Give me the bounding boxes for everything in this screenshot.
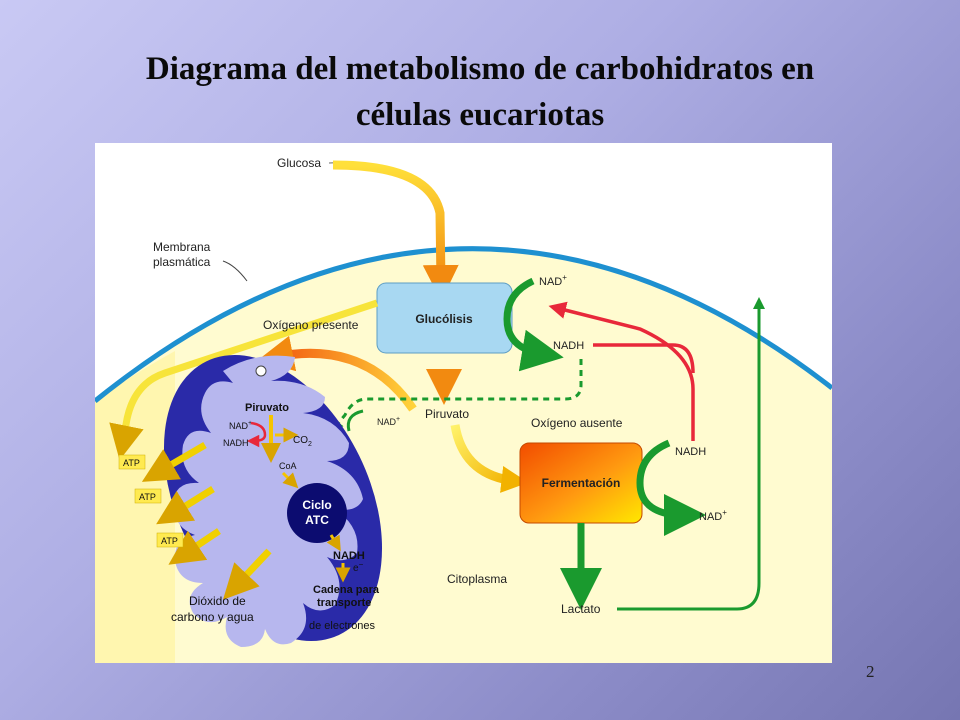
slide-title: Diagrama del metabolismo de carbohidrato…	[60, 46, 900, 138]
chain-label-line-1: Cadena para	[313, 584, 380, 596]
fermentation-label: Fermentación	[542, 476, 621, 490]
nadh-fermentation-label: NADH	[675, 446, 706, 458]
mitochondrion-cristae	[173, 355, 363, 647]
atp-box-2	[134, 488, 162, 504]
co2-subscript: 2	[308, 441, 312, 448]
nadh-to-fermentation-red-arrow	[593, 343, 695, 374]
atp-arrow-1	[141, 441, 207, 482]
cycle-label-line-1: Ciclo	[302, 498, 331, 512]
dioxide-label-line-2: carbono y agua	[171, 610, 254, 624]
oxygen-present-label: Oxígeno presente	[263, 318, 359, 332]
atp-box-1	[118, 454, 146, 470]
glycolysis-nad-cycle-arrow	[503, 277, 564, 372]
chain-label-line-3: de electrones	[309, 620, 376, 632]
nadh-dashed-shuttle	[331, 359, 583, 432]
nadh-label-top: NADH	[553, 340, 584, 352]
lactate-label: Lactato	[561, 602, 601, 616]
membrane-label-line-1: Membrana	[153, 240, 211, 254]
membrane-label-line-2: plasmática	[153, 255, 211, 269]
atp-label-1: ATP	[123, 458, 140, 468]
electron-label: e−	[353, 560, 364, 574]
slide-title-line-2: células eucariotas	[355, 97, 605, 133]
mito-nadh-2-label: NADH	[333, 550, 365, 562]
coa-label: CoA	[279, 461, 297, 471]
nad-label-top: NAD+	[539, 273, 567, 288]
lactate-export-arrow	[617, 297, 765, 611]
nad-label-top-text: NAD	[539, 276, 562, 288]
mito-pyruvate-label: Piruvato	[245, 402, 289, 414]
cycle-label-line-2: ATC	[305, 513, 329, 527]
diagram-panel: Glucosa Membrana plasmática Glucólisis N…	[95, 143, 832, 663]
glucose-label: Glucosa	[277, 156, 321, 170]
pyruvate-cytoplasm-label: Piruvato	[425, 407, 469, 421]
mitochondrion-entry-point	[255, 365, 267, 377]
membrane-pointer	[222, 260, 248, 282]
nad-dashed-label: NAD+	[377, 416, 400, 427]
coa-to-cycle-arrow	[281, 471, 299, 489]
atp-box-3	[156, 532, 184, 548]
atp-label-2: ATP	[139, 492, 156, 502]
dioxide-arrow	[222, 548, 272, 600]
krebs-cycle	[287, 483, 347, 543]
nad-fermentation-label: NAD+	[699, 508, 727, 523]
nadh-to-nad-red-arrow	[548, 301, 695, 441]
mito-nad-label: NAD+	[229, 420, 252, 431]
mito-nadh-label: NADH	[223, 438, 249, 448]
pyruvate-to-mitochondrion-arrow	[257, 335, 417, 412]
mito-nad-label-text: NAD	[229, 421, 249, 431]
electron-label-text: e	[353, 563, 359, 574]
slide-title-line-1: Diagrama del metabolismo de carbohidrato…	[145, 51, 815, 87]
pyruvate-to-fermentation-arrow	[450, 424, 529, 493]
mito-nad-green-curve	[346, 409, 364, 432]
glucose-arrow	[332, 160, 459, 301]
oxygen-absent-label: Oxígeno ausente	[531, 416, 623, 430]
glycolysis-to-atp-arrow	[109, 299, 379, 461]
cytoplasm-label: Citoplasma	[447, 572, 507, 586]
metabolism-diagram: Glucosa Membrana plasmática Glucólisis N…	[95, 156, 832, 663]
dioxide-label-line-1: Dióxido de	[189, 594, 246, 608]
co2-label-text: CO	[293, 435, 308, 446]
atp-arrow-2	[156, 486, 215, 525]
co2-label: CO2	[293, 435, 312, 448]
glycolysis-label: Glucólisis	[415, 312, 473, 326]
nad-dashed-label-text: NAD	[377, 417, 397, 427]
atp-label-3: ATP	[161, 536, 178, 546]
cycle-to-nadh-arrow	[326, 534, 341, 552]
fermentation-nad-cycle-arrow	[636, 439, 706, 536]
mito-nad-red-arrow	[246, 421, 267, 448]
atp-arrow-3	[168, 528, 221, 565]
page-number: 2	[866, 662, 875, 681]
nad-fermentation-label-text: NAD	[699, 511, 722, 523]
chain-label-line-2: transporte	[317, 597, 371, 609]
plasma-membrane	[95, 246, 832, 403]
